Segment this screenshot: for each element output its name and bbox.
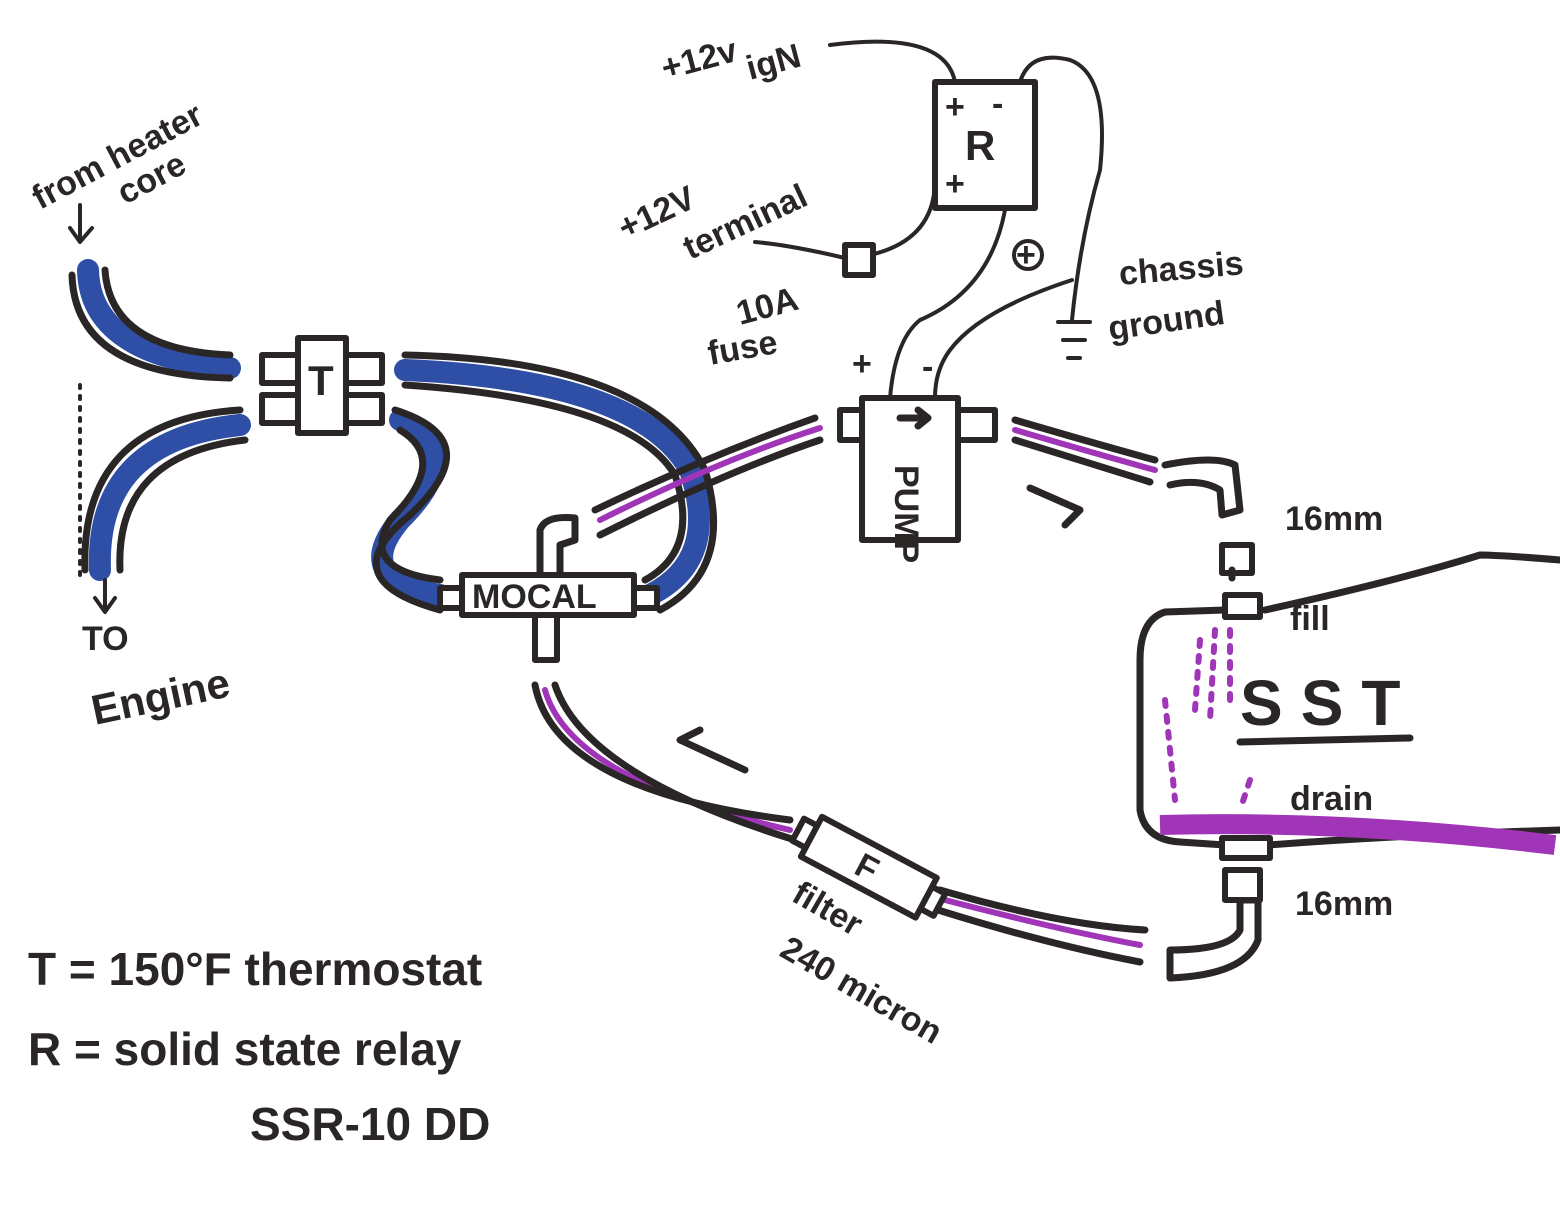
chassis-label-2: ground (1106, 294, 1227, 348)
engine-label: Engine (87, 659, 234, 734)
relay-label: R (965, 122, 995, 169)
pump: PUMP + - (837, 345, 998, 563)
ign-label: +12v (657, 31, 741, 88)
fuse-label-2: fuse (705, 323, 780, 373)
mocal-valve: MOCAL (437, 514, 660, 663)
pump-minus: - (922, 348, 933, 386)
mocal-label: MOCAL (472, 578, 597, 616)
legend-thermostat: T = 150°F thermostat (28, 943, 482, 995)
filter: F (789, 813, 949, 921)
relay-plus-2: + (945, 165, 965, 203)
terminal-label-2: terminal (677, 177, 813, 267)
tank-drain-label: drain (1290, 780, 1373, 818)
ign-label-2: igN (742, 37, 805, 88)
coolant-hoses (68, 259, 718, 614)
thermostat-label: T (308, 357, 334, 404)
legend-relay-model: SSR-10 DD (250, 1098, 490, 1150)
tank-top-size: 16mm (1285, 500, 1383, 538)
tank-fill-label: fill (1290, 600, 1330, 638)
ground-symbol-label: + (1016, 236, 1036, 274)
tank-bottom-size: 16mm (1295, 885, 1393, 923)
relay-minus: - (992, 85, 1003, 123)
sst-tank: SST 16mm fill drain 16mm (1136, 500, 1560, 923)
tank-label: SST (1240, 667, 1418, 739)
pump-plus: + (852, 345, 872, 383)
heater-label: from heater (26, 96, 209, 217)
fluid-lines (531, 414, 1262, 982)
thermostat: T (259, 335, 385, 436)
relay-wiring: R + - + + (753, 39, 1104, 400)
chassis-label: chassis (1117, 244, 1245, 293)
filter-spec: 240 micron (774, 929, 948, 1052)
legend-relay: R = solid state relay (28, 1023, 462, 1075)
relay-plus-1: + (945, 88, 965, 126)
pump-label: PUMP (887, 465, 925, 563)
engine-to-label: TO (82, 620, 129, 658)
